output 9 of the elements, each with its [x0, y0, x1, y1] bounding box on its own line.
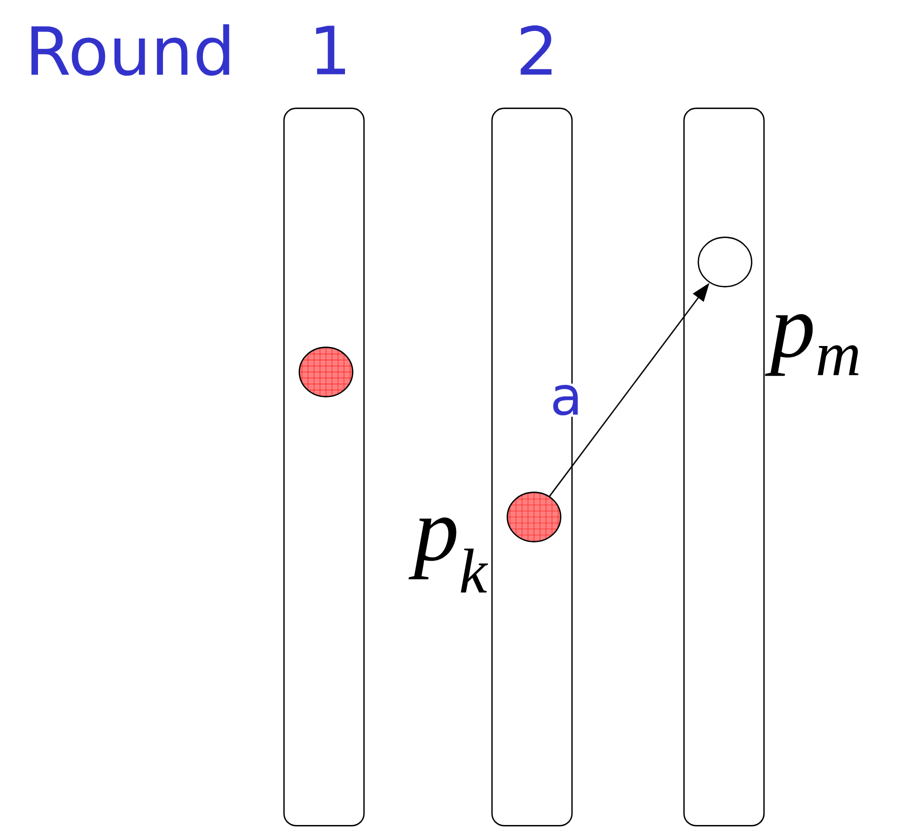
process-bar: [283, 108, 365, 826]
edge-label: a: [553, 384, 578, 416]
process-label: p$_{m}$: [764, 314, 858, 376]
process-bar: [683, 108, 765, 826]
heading-text: 2: [520, 25, 552, 75]
heading-text: 1: [316, 26, 345, 74]
event-dot: [298, 346, 354, 398]
heading-text: Round: [31, 24, 230, 76]
process-label: p$_{k}$: [408, 517, 488, 593]
